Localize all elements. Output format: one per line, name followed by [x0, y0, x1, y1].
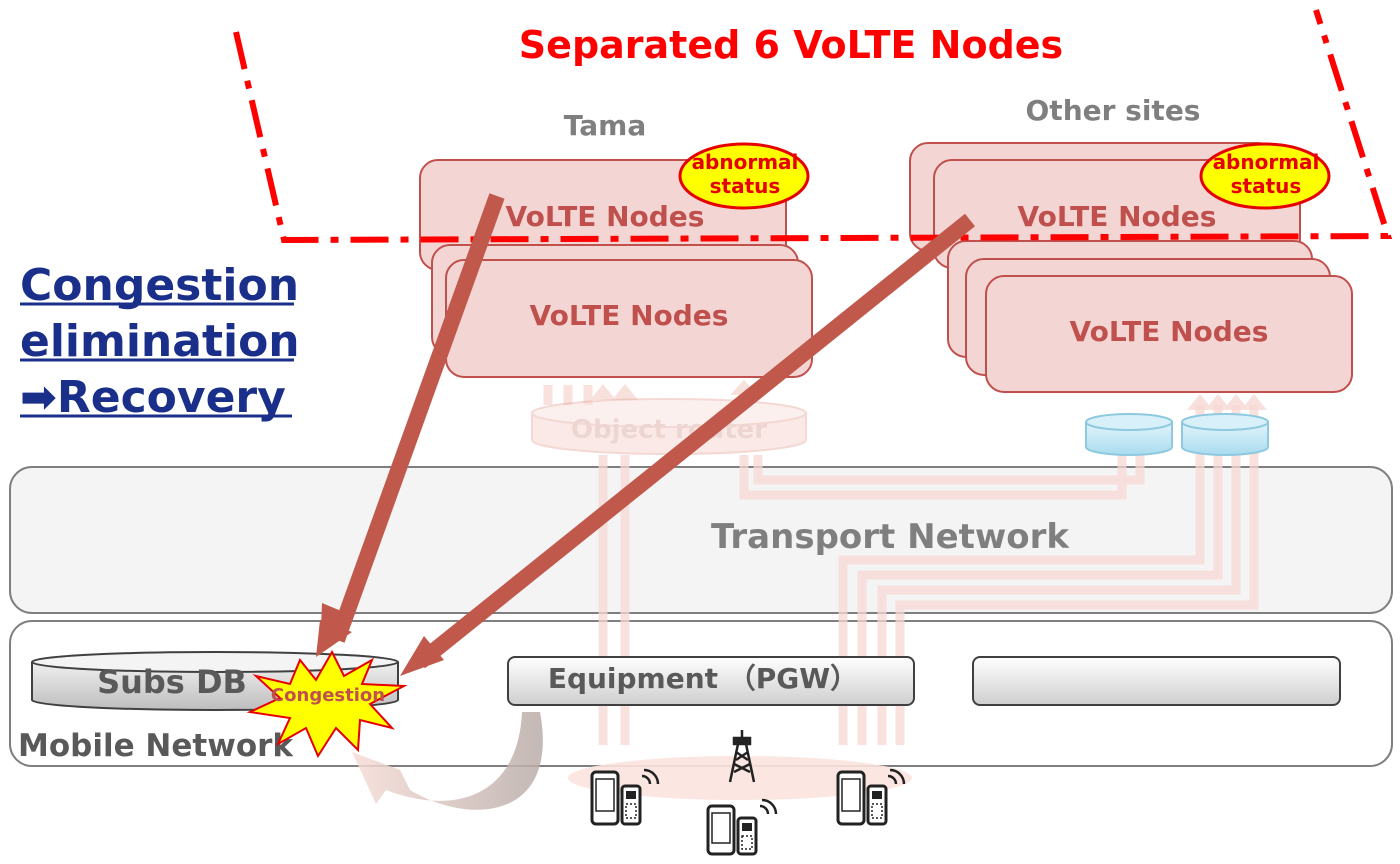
side-heading: Congestion elimination ➡Recovery [20, 260, 300, 423]
svg-text:abnormal: abnormal [692, 150, 799, 174]
phone-group-right-icon [836, 768, 906, 826]
tama-abnormal-badge: abnormal status [678, 142, 810, 210]
equipment-pgw-label: Equipment （PGW） [548, 662, 858, 695]
object-router: Object router [531, 398, 807, 455]
site-label-tama: Tama [564, 109, 646, 142]
other-sites-volte-node-back-label: VoLTE Nodes [1018, 200, 1217, 233]
tama-node-stack: VoLTE Nodes VoLTE Nodes [419, 159, 813, 378]
tama-volte-node-back-label: VoLTE Nodes [506, 200, 705, 233]
congestion-burst-icon: Congestion [246, 649, 408, 759]
other-sites-volte-node-front [985, 275, 1353, 393]
arrow-other-sites-to-subs-db [400, 213, 976, 676]
mobile-network-label: Mobile Network [18, 728, 294, 764]
svg-text:status: status [1231, 174, 1302, 198]
other-sites-abnormal-badge: abnormal status [1199, 142, 1331, 210]
equipment-box-empty [972, 656, 1341, 706]
subs-db-label: Subs DB [97, 663, 247, 701]
other-sites-volte-node-front-label: VoLTE Nodes [1070, 315, 1269, 348]
svg-text:status: status [710, 174, 781, 198]
congestion-label: Congestion [271, 685, 385, 706]
faded-up-arrowheads [590, 380, 1267, 410]
other-sites-cylinders [1085, 413, 1269, 456]
retry-curve-arrow [352, 712, 543, 810]
phone-group-center-icon [706, 798, 778, 856]
svg-text:abnormal: abnormal [1213, 150, 1320, 174]
tama-volte-node-front-label: VoLTE Nodes [530, 299, 729, 332]
cell-tower-icon [728, 730, 756, 783]
equipment-pgw: Equipment （PGW） [507, 656, 915, 706]
diagram-title: Separated 6 VoLTE Nodes [519, 23, 1063, 67]
separation-boundary [233, 9, 1393, 244]
transport-network-label: Transport Network [711, 517, 1070, 557]
base-station-area [568, 756, 912, 800]
arrow-tama-to-subs-db [316, 193, 505, 657]
phone-group-left-icon [590, 768, 660, 826]
object-router-label: Object router [571, 415, 767, 445]
site-label-other: Other sites [1026, 94, 1201, 127]
